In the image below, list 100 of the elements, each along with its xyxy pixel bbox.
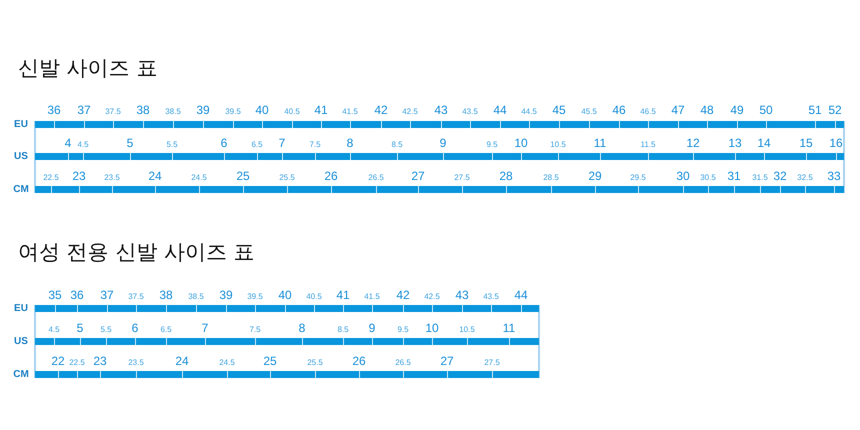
size-number: 52	[828, 104, 842, 116]
size-number: 25	[263, 355, 277, 367]
size-number: 7	[278, 137, 286, 149]
row-label: CM	[13, 185, 29, 195]
size-number: 40.5	[306, 293, 322, 301]
size-number: 10	[514, 137, 528, 149]
size-number: 25	[236, 170, 250, 182]
size-number: 51	[808, 104, 822, 116]
size-number: 30	[676, 170, 690, 182]
size-number: 38.5	[188, 293, 204, 301]
size-number: 40	[278, 289, 292, 301]
size-number: 29.5	[630, 174, 646, 182]
size-number: 22.5	[43, 174, 59, 182]
size-number: 7.5	[249, 326, 261, 334]
size-number: 37.5	[128, 293, 144, 301]
size-number: 10.5	[550, 141, 566, 149]
size-number: 43	[434, 104, 448, 116]
size-number: 45.5	[581, 108, 597, 116]
size-number: 25.5	[307, 359, 323, 367]
size-number: 42.5	[402, 108, 418, 116]
size-number: 44	[514, 289, 528, 301]
size-number: 41	[336, 289, 350, 301]
size-number: 47	[671, 104, 685, 116]
row-label: US	[14, 337, 28, 347]
size-number: 37	[100, 289, 114, 301]
size-number: 39	[196, 104, 210, 116]
size-number: 13	[728, 137, 742, 149]
size-number: 9	[440, 137, 446, 149]
size-number: 28.5	[543, 174, 559, 182]
size-number: 43	[455, 289, 469, 301]
size-number: 44	[493, 104, 507, 116]
size-number: 8	[346, 137, 354, 149]
size-number: 42	[374, 104, 388, 116]
size-number: 38	[136, 104, 150, 116]
size-number: 14	[757, 137, 771, 149]
size-number: 40	[255, 104, 269, 116]
size-number: 31.5	[752, 174, 768, 182]
size-number: 10.5	[459, 326, 475, 334]
size-number: 32	[773, 170, 787, 182]
size-number: 4	[64, 137, 72, 149]
size-number: 23	[72, 170, 86, 182]
size-number: 41.5	[342, 108, 358, 116]
size-number: 48	[700, 104, 714, 116]
size-number: 16	[829, 137, 843, 149]
size-number: 42.5	[424, 293, 440, 301]
size-number: 5.5	[166, 141, 178, 149]
size-number: 32.5	[797, 174, 813, 182]
size-number: 9.5	[486, 141, 498, 149]
size-number: 23.5	[128, 359, 144, 367]
size-number: 27.5	[484, 359, 500, 367]
size-number: 24	[148, 170, 162, 182]
size-number: 8.5	[337, 326, 349, 334]
size-number: 26	[324, 170, 338, 182]
size-number: 25.5	[279, 174, 295, 182]
size-number: 7.5	[309, 141, 321, 149]
size-number: 36	[47, 104, 61, 116]
size-number: 27.5	[454, 174, 470, 182]
chart-title: 여성 전용 신발 사이즈 표	[18, 242, 255, 263]
size-number: 15	[799, 137, 813, 149]
size-number: 46.5	[640, 108, 656, 116]
size-number: 5	[126, 137, 134, 149]
size-number: 28	[499, 170, 513, 182]
size-number: 11.5	[640, 141, 656, 149]
size-number: 9	[368, 322, 376, 334]
size-number: 41.5	[364, 293, 380, 301]
row-label: US	[14, 152, 28, 162]
size-number: 46	[612, 104, 626, 116]
row-label: EU	[14, 120, 28, 130]
size-number: 39	[219, 289, 233, 301]
size-number: 7	[202, 322, 208, 334]
size-number: 37.5	[105, 108, 121, 116]
size-number: 44.5	[521, 108, 537, 116]
size-number: 24	[175, 355, 189, 367]
size-number: 4.5	[48, 326, 60, 334]
size-number: 43.5	[462, 108, 478, 116]
size-number: 22	[51, 355, 65, 367]
size-number: 6	[132, 322, 138, 334]
chart-title: 신발 사이즈 표	[18, 58, 158, 79]
size-number: 5	[76, 322, 84, 334]
size-number: 24.5	[219, 359, 235, 367]
size-number: 6	[220, 137, 228, 149]
size-number: 6.5	[160, 326, 172, 334]
size-number: 4.5	[77, 141, 89, 149]
size-number: 29	[588, 170, 602, 182]
size-number: 26.5	[368, 174, 384, 182]
size-number: 23	[93, 355, 107, 367]
size-number: 11	[502, 322, 516, 334]
size-number: 50	[759, 104, 773, 116]
size-number: 11	[594, 137, 606, 149]
size-number: 22.5	[69, 359, 85, 367]
size-number: 33	[827, 170, 841, 182]
row-label: CM	[13, 370, 29, 380]
size-number: 39.5	[225, 108, 241, 116]
size-number: 38	[159, 289, 173, 301]
size-number: 49	[730, 104, 744, 116]
size-number: 30.5	[700, 174, 716, 182]
size-number: 36	[70, 289, 84, 301]
size-number: 41	[314, 104, 328, 116]
size-number: 8	[298, 322, 306, 334]
size-number: 23.5	[104, 174, 120, 182]
